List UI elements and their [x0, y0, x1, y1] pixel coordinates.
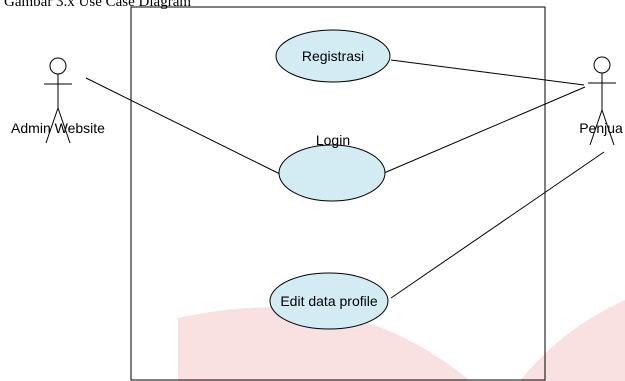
actor-leg-right	[601, 109, 615, 146]
use-case-registrasi[interactable]: Registrasi	[275, 29, 391, 83]
actor-leg-left	[45, 107, 59, 144]
actor-label-penjual: Penjua	[579, 120, 623, 136]
use-case-label-registrasi: Registrasi	[302, 48, 364, 64]
association-penjual-registrasi	[390, 59, 585, 86]
association-penjual-edit	[390, 151, 605, 299]
use-case-label-edit: Edit data profile	[280, 293, 377, 309]
associations	[85, 59, 605, 299]
use-case-label-login: Login	[316, 132, 350, 148]
watermark	[178, 300, 625, 381]
watermark-swoosh-right	[520, 300, 625, 381]
actor-admin-website[interactable]	[44, 57, 72, 144]
association-admin-login	[85, 77, 283, 176]
use-case-edit-data-profile[interactable]: Edit data profile	[269, 272, 389, 330]
actor-head	[49, 57, 67, 75]
actor-penjual[interactable]	[588, 56, 616, 146]
actor-label-admin: Admin Website	[11, 120, 105, 136]
use-case-login[interactable]: Login	[278, 132, 386, 202]
actor-leg-left	[589, 109, 603, 146]
actor-leg-right	[57, 107, 71, 144]
use-case-ellipse	[269, 272, 389, 330]
use-case-ellipse	[275, 29, 391, 83]
caption-fragment: Gambar 3.x Use Case Diagram	[4, 0, 191, 10]
use-case-ellipse	[278, 144, 386, 202]
association-penjual-login	[383, 86, 586, 174]
watermark-swoosh-left	[178, 307, 470, 381]
actor-head	[593, 56, 611, 74]
system-boundary	[130, 6, 546, 381]
